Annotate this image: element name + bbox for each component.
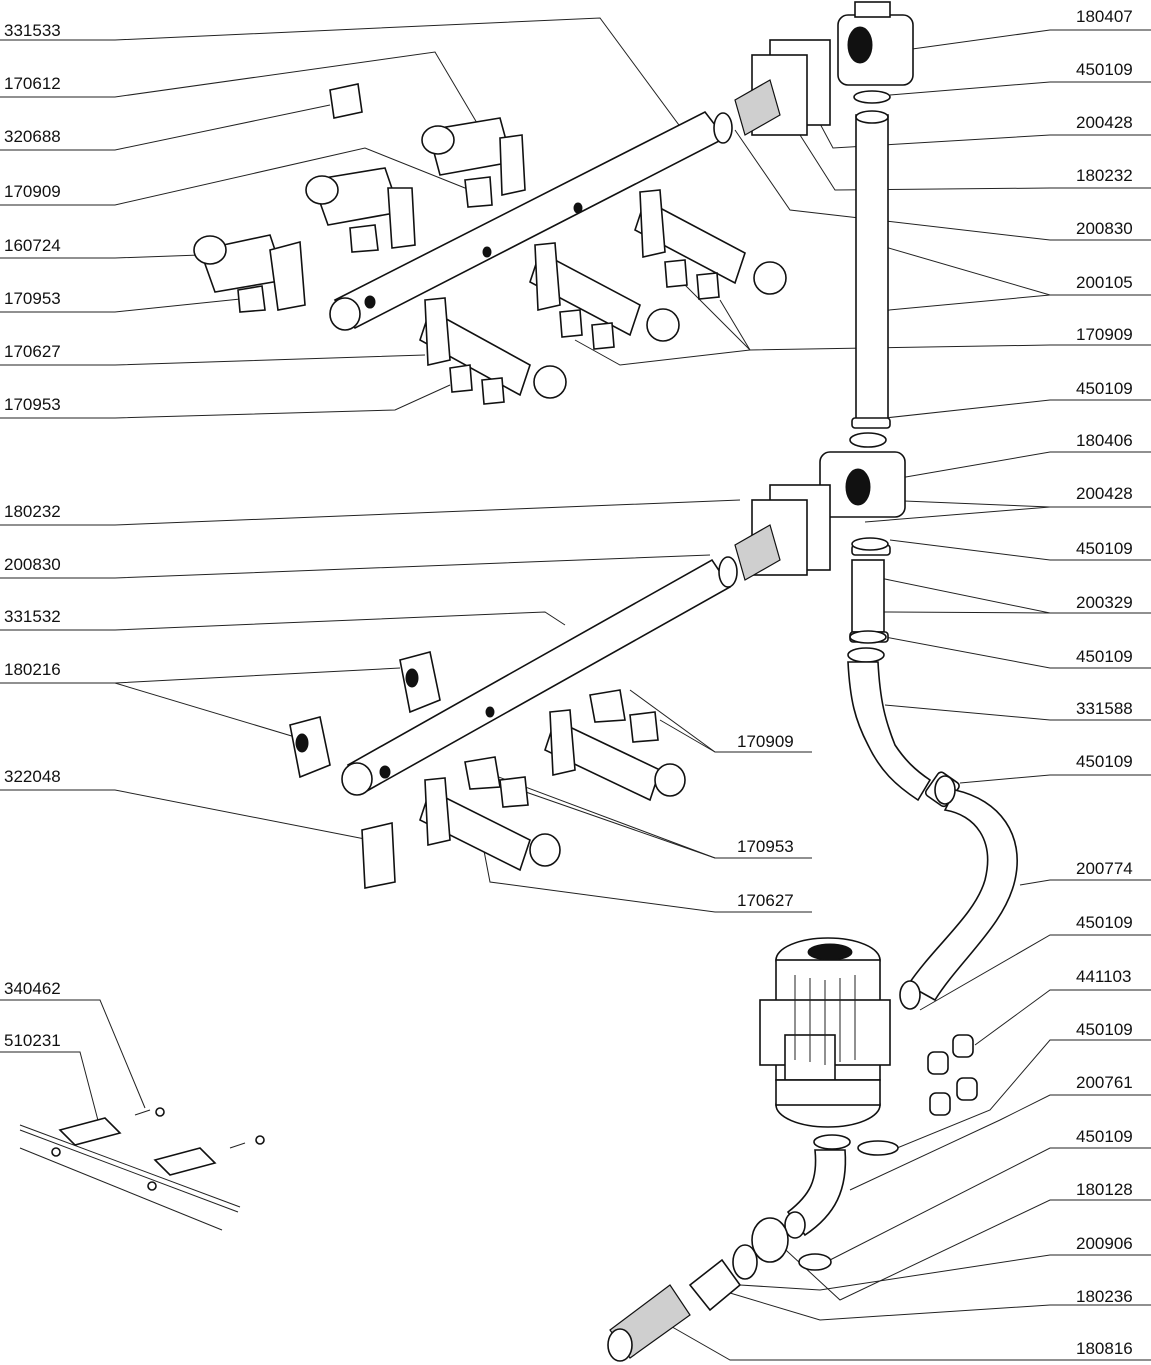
bracket-180216-a (399, 651, 441, 714)
part-label: 320688 (4, 127, 61, 146)
part-label: 441103 (1076, 967, 1132, 986)
part-label: 180816 (1076, 1339, 1133, 1358)
part-label: 200906 (1076, 1234, 1133, 1253)
part-label: 450109 (1076, 1020, 1133, 1039)
bracket-180216-b (289, 716, 331, 779)
part-label: 200830 (1076, 219, 1133, 238)
part-label: 331532 (4, 607, 61, 626)
part-label: 510231 (4, 1031, 61, 1050)
leader-lines-right (574, 29, 1151, 1361)
part-label: 450109 (1076, 647, 1133, 666)
part-label: 322048 (4, 767, 61, 786)
part-label: 180232 (4, 502, 61, 521)
hose-clamps (798, 90, 956, 1271)
nozzle-body-upper-b (529, 242, 680, 350)
part-label: 450109 (1076, 379, 1133, 398)
part-label: 200329 (1076, 593, 1133, 612)
nozzle-body-lower-b (419, 756, 561, 872)
part-label: 170909 (1076, 325, 1133, 344)
leader-lines-left (0, 17, 741, 1129)
part-label: 200428 (1076, 113, 1133, 132)
part-label: 340462 (4, 979, 61, 998)
plate-322048 (361, 822, 396, 889)
nozzle-holder-160724 (193, 234, 306, 313)
part-label: 170627 (737, 891, 794, 910)
leader-lines-center (479, 689, 812, 913)
part-label: 170627 (4, 342, 61, 361)
lower-boom-pipe (341, 556, 738, 796)
pump-motor (759, 937, 891, 1128)
upper-junction-housing (734, 1, 914, 136)
nozzle-holder-upper-1 (305, 167, 416, 253)
part-label: 160724 (4, 236, 61, 255)
part-label: 450109 (1076, 539, 1133, 558)
rubber-mounts (927, 1034, 978, 1116)
part-label: 170953 (737, 837, 794, 856)
plate-320688 (329, 83, 363, 119)
suction-strainer (607, 1217, 789, 1362)
nozzle-body-upper-c (634, 189, 787, 300)
part-label: 331588 (1076, 699, 1133, 718)
part-label: 180406 (1076, 431, 1133, 450)
part-label: 450109 (1076, 60, 1133, 79)
part-label: 170953 (4, 289, 61, 308)
part-label: 450109 (1076, 752, 1133, 771)
part-label: 200774 (1076, 859, 1133, 878)
part-label: 170953 (4, 395, 61, 414)
part-label: 180216 (4, 660, 61, 679)
nozzle-body-upper-a (419, 297, 567, 405)
upper-boom-pipe (329, 110, 733, 331)
vertical-pipe (849, 110, 891, 448)
part-label: 180407 (1076, 7, 1133, 26)
part-label: 170909 (4, 182, 61, 201)
part-label: 170909 (737, 732, 794, 751)
part-label: 331533 (4, 21, 61, 40)
part-label: 180236 (1076, 1287, 1133, 1306)
rail-detail (19, 1107, 265, 1231)
middle-junction-housing (734, 451, 906, 581)
nozzle-holder-upper-2 (421, 117, 526, 208)
part-label: 180232 (1076, 166, 1133, 185)
part-label: 450109 (1076, 913, 1133, 932)
part-label: 200761 (1076, 1073, 1133, 1092)
part-label: 200428 (1076, 484, 1133, 503)
nozzle-body-lower-a (544, 689, 686, 802)
part-label: 450109 (1076, 1127, 1133, 1146)
suction-elbow (784, 1134, 851, 1239)
part-label: 200105 (1076, 273, 1133, 292)
short-pipe (847, 544, 891, 663)
part-label: 200830 (4, 555, 61, 574)
part-label: 180128 (1076, 1180, 1133, 1199)
part-label: 170612 (4, 74, 61, 93)
